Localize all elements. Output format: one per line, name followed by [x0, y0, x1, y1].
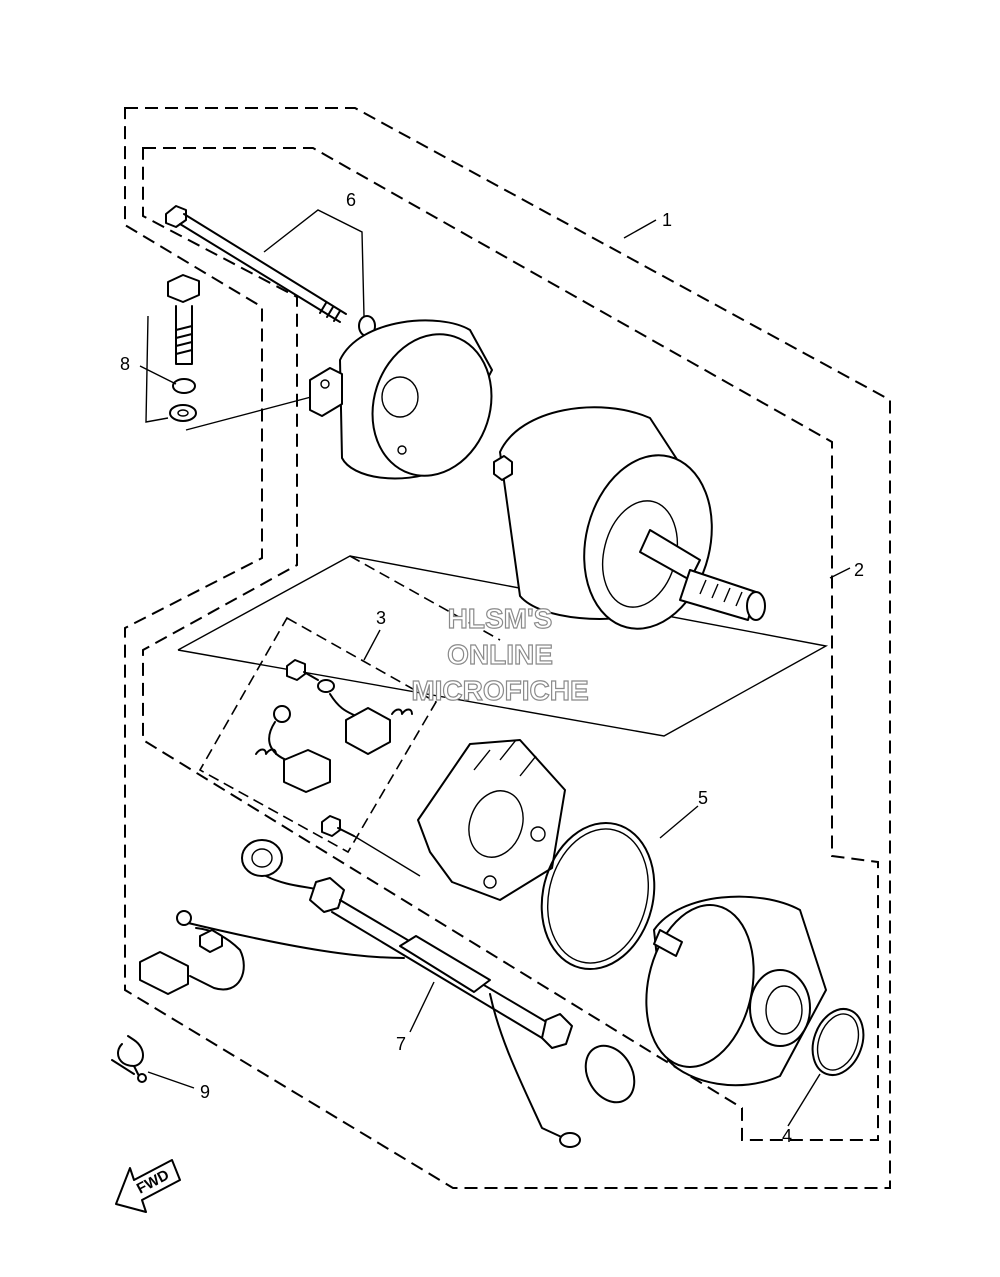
leader-4 [787, 1073, 821, 1127]
callout-7: 7 [396, 1034, 406, 1054]
o-ring-small-inner [816, 1013, 860, 1071]
armature-shaft [639, 529, 766, 621]
callout-6: 6 [346, 190, 356, 210]
callout-2: 2 [854, 560, 864, 580]
leader-5 [659, 805, 699, 839]
brush-holder-screw-shank [337, 827, 355, 837]
assembly-2-boundary [142, 147, 879, 1141]
lock-washer [172, 378, 196, 394]
leader-6 [263, 209, 365, 317]
brush-set-boundary [198, 616, 438, 854]
leader-2 [829, 567, 851, 579]
mounting-bolt [167, 274, 200, 365]
brush-holder-screw [321, 815, 341, 837]
o-ring-large [540, 821, 656, 971]
o-ring-small [811, 1008, 865, 1076]
brush-lower-lead [268, 721, 293, 763]
watermark-line-1: HLSM'S [448, 603, 553, 634]
brush-terminal-washer [317, 679, 335, 693]
rear-cover [309, 319, 493, 480]
leader-3 [363, 629, 381, 661]
wire-clip [111, 1035, 147, 1083]
callout-5: 5 [698, 788, 708, 808]
bolt-to-cover-leader [185, 391, 331, 431]
brush-holder-plate [417, 739, 566, 901]
brush-spring-lower [255, 748, 277, 755]
brush-terminal-bolt [286, 659, 319, 681]
brush-plate-plane [177, 555, 829, 737]
flat-washer [169, 404, 197, 422]
brush-lead-wire [329, 693, 357, 717]
brush-lower [283, 749, 331, 793]
front-cover [645, 895, 827, 1087]
brush-plate-reference [349, 555, 501, 641]
brush-terminal-ring [273, 705, 291, 723]
leader-1 [623, 219, 657, 239]
leader-7 [409, 981, 435, 1033]
watermark-line-3: MICROFICHE [411, 675, 588, 706]
leader-8 [139, 315, 177, 423]
callout-3: 3 [376, 608, 386, 628]
o-ring-large-inner [546, 828, 650, 964]
assembly-1-boundary [124, 107, 891, 1189]
starter-cable [139, 839, 636, 1148]
callout-4: 4 [782, 1126, 792, 1146]
callout-1: 1 [662, 210, 672, 230]
through-bolt [165, 205, 347, 323]
brush-upper [345, 707, 391, 755]
flat-washer-hole [177, 409, 189, 417]
fwd-direction-arrow: FWD [115, 1159, 181, 1213]
callout-9: 9 [200, 1082, 210, 1102]
screw-to-holder-leader [353, 835, 421, 877]
watermark-line-2: ONLINE [447, 639, 553, 670]
leader-9 [147, 1071, 195, 1089]
callout-8: 8 [120, 354, 130, 374]
brush-spring-upper [391, 708, 413, 715]
